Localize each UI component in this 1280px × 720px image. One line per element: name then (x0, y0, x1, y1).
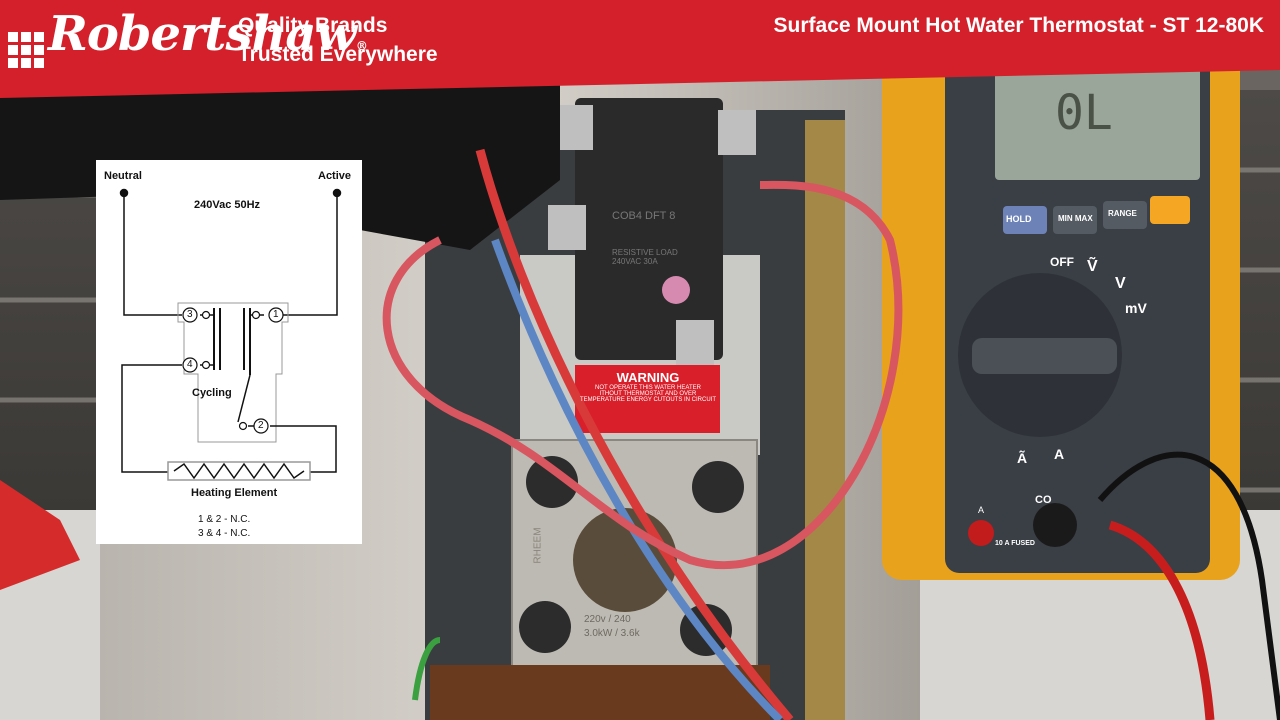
element-brand-stamp: RHEEM (532, 527, 544, 564)
v-ac-label: Ṽ (1087, 258, 1098, 275)
port-10a-label: 10 A FUSED (995, 540, 1035, 547)
terminal-3-label: 3 (187, 309, 193, 320)
header-banner: Robertshaw® Quality Brands Trusted Every… (0, 0, 1280, 98)
brand-name: Robertshaw (48, 6, 357, 62)
wiring-diagram: Neutral Active 240Vac 50Hz 3 1 4 2 Cycli… (96, 160, 362, 544)
warning-line: NOT OPERATE THIS WATER HEATER (595, 385, 701, 391)
tagline-line2: Trusted Everywhere (238, 43, 438, 66)
terminal-2-label: 2 (258, 420, 264, 431)
robertshaw-logo-mark (8, 32, 44, 68)
element-rating: 220v / 240 (584, 614, 631, 625)
warning-line: ITHOUT THERMOSTAT AND OVER (599, 391, 697, 397)
off-label: OFF (1050, 255, 1074, 269)
minmax-button: MIN MAX (1058, 214, 1093, 223)
range-button: RANGE (1108, 209, 1137, 218)
registered-mark: ® (355, 39, 368, 53)
mv-label: mV (1125, 300, 1147, 316)
hold-button: HOLD (1006, 214, 1032, 224)
thermostat-rating-text: RESISTIVE LOAD 240VAC 30A (612, 248, 678, 266)
port-com-label: CO (1035, 494, 1052, 506)
v-dc-label: V (1115, 275, 1126, 292)
terminal-4-label: 4 (187, 359, 193, 370)
a-dc-label: A (1054, 446, 1065, 462)
neutral-label: Neutral (104, 170, 142, 182)
wiring-diagram-lines (119, 188, 342, 481)
note-1: 1 & 2 - N.C. (198, 514, 251, 525)
brand-logo: Robertshaw® (48, 2, 368, 78)
supply-label: 240Vac 50Hz (194, 199, 261, 211)
video-title: Surface Mount Hot Water Thermostat - ST … (773, 14, 1264, 37)
port-a-label: A (978, 505, 985, 515)
thermostat-model-text: COB4 DFT 8 (612, 210, 676, 222)
note-2: 3 & 4 - N.C. (198, 528, 251, 539)
active-label: Active (318, 170, 352, 182)
thermostat-warning-label: WARNING NOT OPERATE THIS WATER HEATER IT… (578, 370, 718, 403)
a-ac-label: Ã (1017, 450, 1028, 466)
multimeter-display: 0L (1055, 85, 1113, 141)
cycling-label: Cycling (192, 387, 232, 399)
heating-element-label: Heating Element (191, 487, 278, 499)
element-power: 3.0kW / 3.6k (584, 628, 640, 639)
terminal-1-label: 1 (273, 309, 279, 320)
warning-title: WARNING (616, 370, 680, 385)
tagline-line1: Quality Brands (238, 14, 388, 37)
warning-line: TEMPERATURE ENERGY CUTOUTS IN CIRCUIT (579, 397, 716, 403)
